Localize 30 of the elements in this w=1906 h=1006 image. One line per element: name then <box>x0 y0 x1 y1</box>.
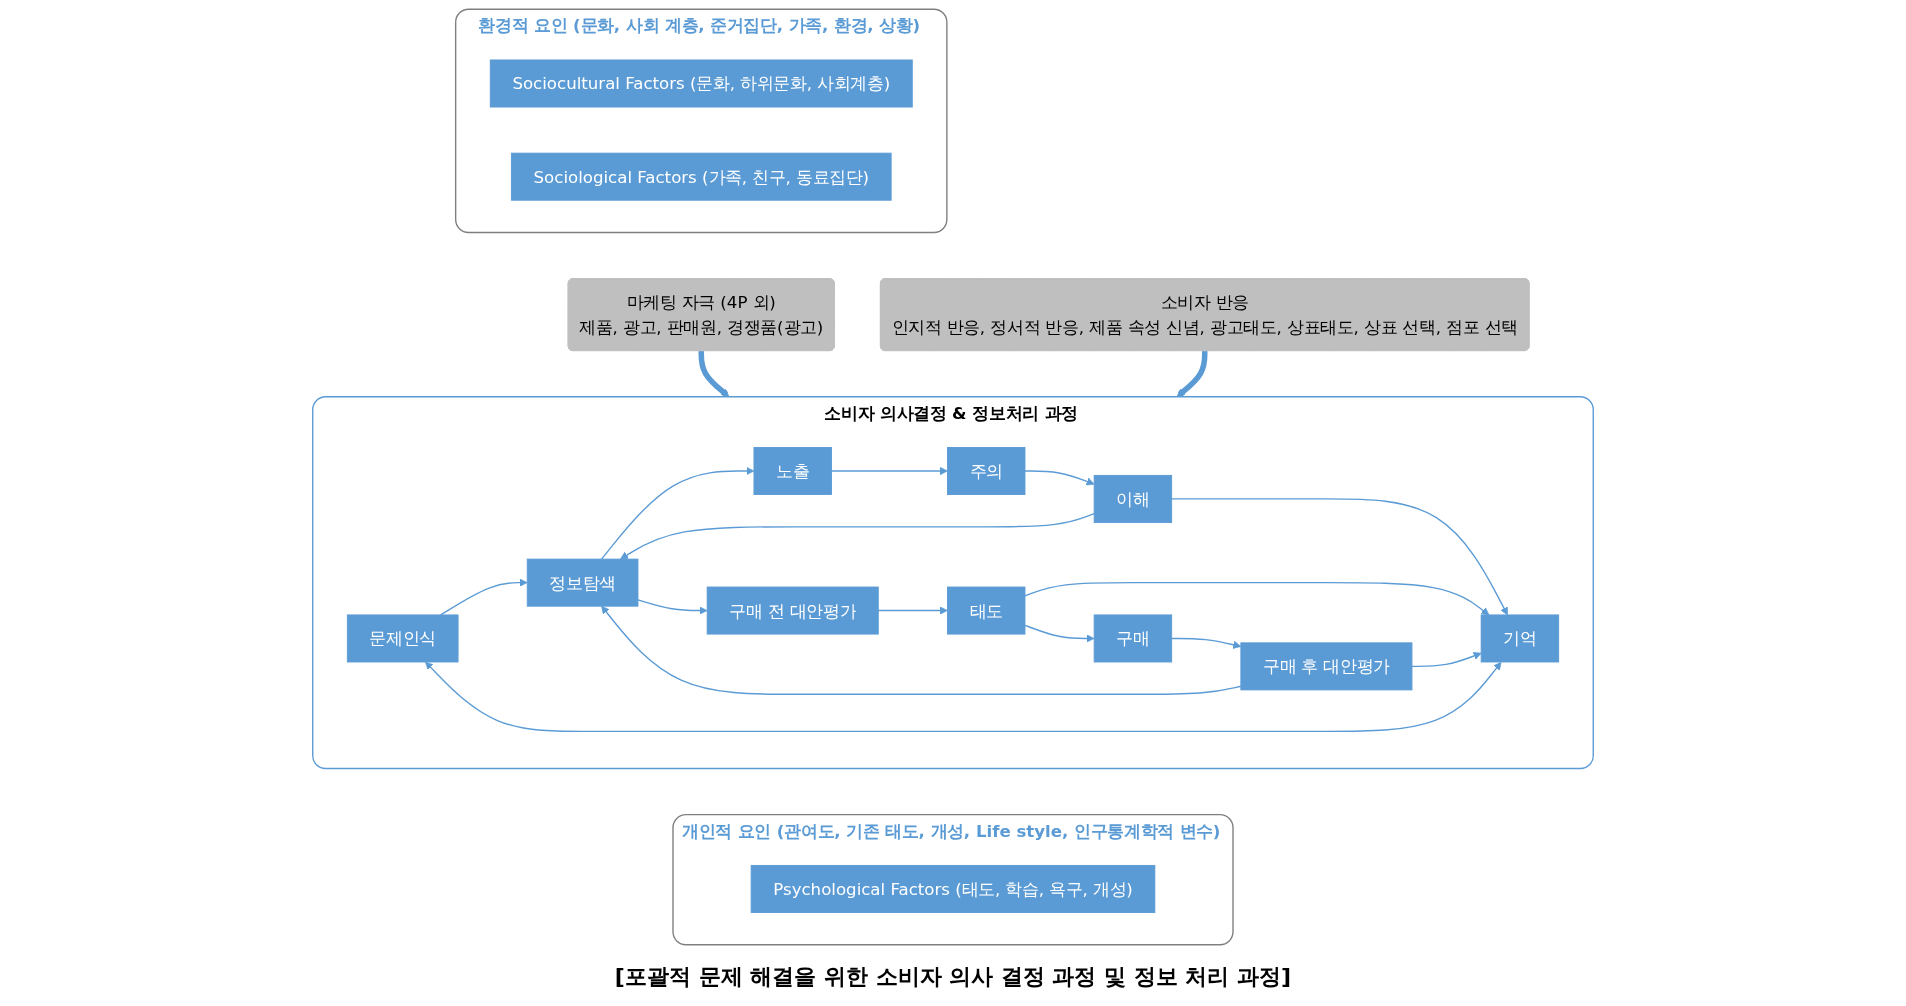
caption: [포괄적 문제 해결을 위한 소비자 의사 결정 과정 및 정보 처리 과정] <box>614 963 1292 991</box>
arrow <box>600 466 755 560</box>
node-box: 구매 후 대안평가 <box>1240 642 1413 691</box>
node-box: 정보탐색 <box>526 558 639 607</box>
node-box: 이해 <box>1093 474 1173 523</box>
arrow <box>830 466 948 476</box>
arrow <box>1024 581 1490 616</box>
arrow <box>1411 652 1482 668</box>
node-box: Sociocultural Factors (문화, 하위문화, 사회계층) <box>489 59 913 108</box>
node-box: 태도 <box>947 586 1026 635</box>
arrow <box>877 606 948 615</box>
node-box: 주의 <box>947 447 1026 495</box>
node-box: 문제인식 <box>346 614 459 663</box>
arrow <box>1170 498 1508 616</box>
arrow <box>1176 350 1208 398</box>
node-box: 구매 <box>1093 614 1173 663</box>
arrow <box>1024 624 1095 643</box>
node-box: Sociological Factors (가족, 친구, 동료집단) <box>510 152 892 201</box>
node-box: Psychological Factors (태도, 학습, 욕구, 개성) <box>750 864 1156 913</box>
node-box: 기억 <box>1480 614 1560 663</box>
arrow <box>439 578 528 616</box>
node-box: 구매 전 대안평가 <box>706 586 879 635</box>
arrow <box>601 605 1242 695</box>
node-box: 노출 <box>753 447 832 495</box>
arrow <box>620 512 1095 560</box>
arrow <box>425 661 1502 733</box>
arrow <box>698 350 730 398</box>
arrow <box>1170 637 1242 649</box>
arrow <box>1024 470 1095 486</box>
arrow <box>637 599 708 615</box>
